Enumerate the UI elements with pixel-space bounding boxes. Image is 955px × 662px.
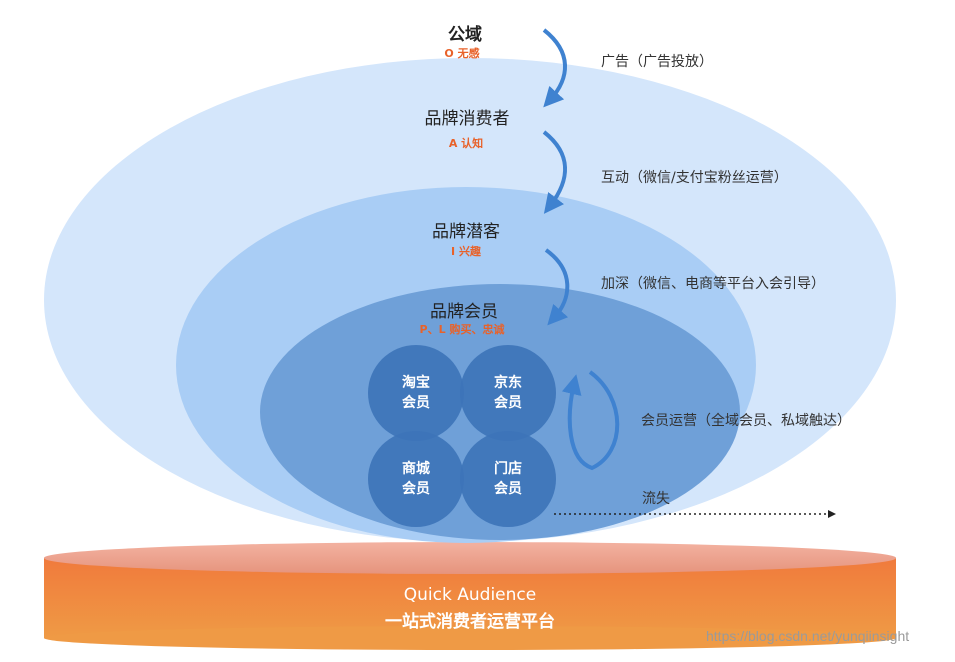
action-label-ad: 广告（广告投放）: [601, 54, 713, 70]
arrow-deepen-icon: [544, 248, 570, 326]
stage-title-public: 公域: [448, 25, 482, 45]
member-label-line1: 淘宝: [402, 375, 430, 391]
member-label-line1: 京东: [494, 375, 522, 391]
member-label-line1: 门店: [494, 461, 522, 477]
arrow-interact-icon: [542, 130, 567, 214]
stage-sub-prospects: I 兴趣: [451, 245, 481, 258]
member-circle-jd: [460, 345, 556, 441]
arrow-member-ops-loop-icon: [561, 370, 620, 471]
action-label-interact: 互动（微信/支付宝粉丝运营）: [601, 170, 788, 186]
platform-bottom: [44, 626, 896, 650]
member-circle-store: [460, 431, 556, 527]
member-label-line2: 会员: [494, 481, 522, 497]
platform-name-zh: 一站式消费者运营平台: [385, 612, 555, 632]
member-circle-mall: [368, 431, 464, 527]
stage-sub-members: P、L 购买、忠诚: [419, 323, 505, 336]
member-label-line2: 会员: [402, 395, 430, 411]
member-label-line2: 会员: [494, 395, 522, 411]
stage-title-members: 品牌会员: [430, 302, 498, 322]
platform-top: [44, 542, 896, 574]
action-label-deepen: 加深（微信、电商等平台入会引导）: [601, 276, 825, 292]
arrow-ad-icon: [542, 28, 567, 108]
stage-title-consumers: 品牌消费者: [424, 109, 510, 129]
platform-name-en: Quick Audience: [403, 585, 537, 605]
stage-sub-consumers: A 认知: [448, 137, 484, 150]
churn-label: 流失: [642, 491, 670, 507]
member-label-store: 门店 会员: [478, 459, 538, 499]
member-label-mall: 商城 会员: [386, 459, 446, 499]
stage-title-prospects: 品牌潜客: [432, 222, 500, 242]
action-label-member-ops: 会员运营（全域会员、私域触达）: [641, 413, 851, 429]
member-label-jd: 京东 会员: [478, 373, 538, 413]
member-label-taobao: 淘宝 会员: [386, 373, 446, 413]
watermark: https://blog.csdn.net/yunqiinsight: [706, 628, 910, 644]
stage-sub-public: O 无感: [444, 47, 480, 60]
member-label-line1: 商城: [402, 461, 430, 477]
member-label-line2: 会员: [402, 481, 430, 497]
platform-cylinder: [44, 542, 896, 650]
member-circle-taobao: [368, 345, 464, 441]
